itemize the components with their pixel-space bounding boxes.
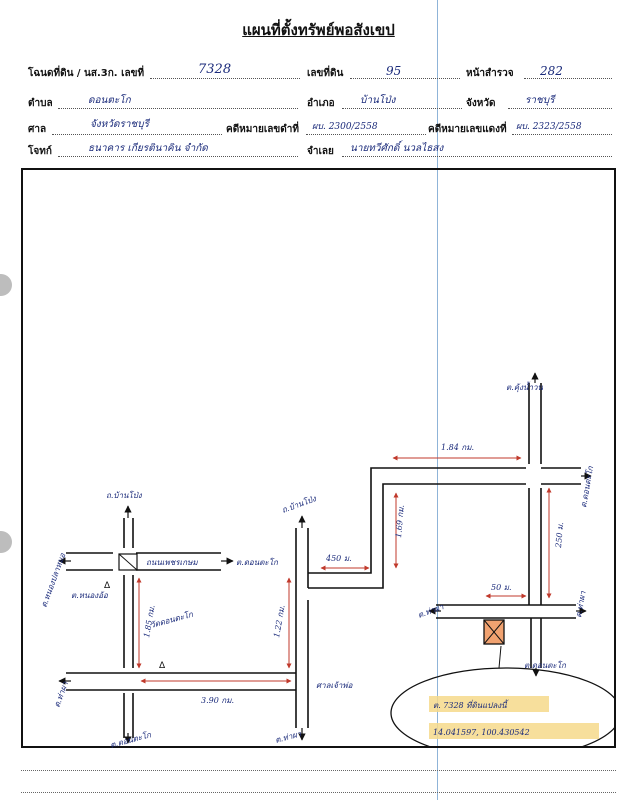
landmark-marker: Δ xyxy=(104,581,111,591)
court-label: ศาล xyxy=(28,124,47,135)
survey-page-value: 282 xyxy=(540,64,563,78)
footer-line xyxy=(21,792,616,793)
road-label: ต.ดอนตะโก xyxy=(524,660,567,670)
province-label: จังหวัด xyxy=(466,98,496,109)
land-no-value: 95 xyxy=(386,64,402,78)
dotted-line xyxy=(58,156,298,157)
road-label: ต.คุ้งน้ำวน xyxy=(506,381,543,393)
footer-line xyxy=(21,770,616,771)
black-case-value: ผบ. 2300/2558 xyxy=(312,122,378,132)
road-label: ต.หนองอ้อ xyxy=(71,591,109,600)
lot-note: ต. 7328 ที่ดินแปลงนี้ xyxy=(433,699,509,710)
distance-label: 250 ม. xyxy=(554,522,565,549)
red-case-label: คดีหมายเลขแดงที่ xyxy=(428,124,507,135)
distance-label: 50 ม. xyxy=(491,583,512,592)
distance-label: 1.84 กม. xyxy=(441,443,474,452)
distance-markers xyxy=(136,455,552,684)
intersection-marker xyxy=(118,553,138,571)
road-arrows xyxy=(58,372,592,744)
distance-label: 1.69 กม. xyxy=(394,504,406,538)
page-title: แผนที่ตั้งทรัพย์พอสังเขป xyxy=(242,21,395,39)
survey-page-label: หน้าสำรวจ xyxy=(466,68,514,79)
road-label: ถ.บ้านโป่ง xyxy=(106,490,143,500)
margin-rule xyxy=(437,0,438,800)
defendant-label: จำเลย xyxy=(307,146,334,157)
road-label: ต.ดอนตะโก xyxy=(236,557,279,567)
dotted-line xyxy=(508,108,612,109)
punch-hole xyxy=(0,274,12,296)
dotted-line xyxy=(350,78,460,79)
road-label: ต.ดอนตะโก xyxy=(109,729,153,748)
road-label: ต.ท่าผา xyxy=(274,729,303,745)
dotted-line xyxy=(150,78,300,79)
highlight xyxy=(429,696,549,712)
road-network xyxy=(66,383,581,738)
deed-value: 7328 xyxy=(198,62,232,77)
defendant-value: นายทวีศักดิ์ นวลไธสง xyxy=(350,143,444,154)
road-label: ศาลเจ้าพ่อ xyxy=(316,681,354,690)
court-value: จังหวัดราชบุรี xyxy=(90,119,149,130)
distance-label: 3.90 กม. xyxy=(201,696,234,705)
dotted-line xyxy=(342,156,612,157)
dotted-line xyxy=(512,134,612,135)
district-value: บ้านโป่ง xyxy=(360,95,396,106)
highlight xyxy=(429,723,599,739)
district-label: อำเภอ xyxy=(307,98,335,109)
province-value: ราชบุรี xyxy=(525,95,555,106)
map-frame xyxy=(21,168,616,748)
dotted-line xyxy=(306,134,426,135)
landmark-marker: Δ xyxy=(159,661,166,671)
road-label: ต.ท่าผา xyxy=(574,590,588,618)
plaintiff-label: โจทก์ xyxy=(28,146,52,157)
subdistrict-value: ดอนตะโก xyxy=(88,95,131,106)
dotted-line xyxy=(58,108,298,109)
lot-coordinates: 14.041597, 100.430542 xyxy=(433,728,530,737)
dotted-line xyxy=(524,78,612,79)
land-no-label: เลขที่ดิน xyxy=(307,68,344,79)
deed-label: โฉนดที่ดิน / นส.3ก. เลขที่ xyxy=(28,68,145,79)
distance-label: 450 ม. xyxy=(325,554,352,563)
subdistrict-label: ตำบล xyxy=(28,98,53,109)
plaintiff-value: ธนาคาร เกียรตินาคิน จำกัด xyxy=(88,143,208,154)
dotted-line xyxy=(52,134,222,135)
black-case-label: คดีหมายเลขดำที่ xyxy=(226,124,299,135)
dotted-line xyxy=(342,108,462,109)
road-label: วัดดอนตะโก xyxy=(149,609,195,630)
road-label: ถนนเพชรเกษม xyxy=(146,558,198,567)
lot-callout xyxy=(390,667,616,748)
punch-hole xyxy=(0,531,12,553)
road-label: ถ.บ้านโป่ง xyxy=(280,493,318,515)
distance-label: 1.22 กม. xyxy=(272,604,287,638)
red-case-value: ผบ. 2323/2558 xyxy=(516,122,582,132)
location-map: ถ.บ้านโป่ง ถนนเพชรเกษม ต.ดอนตะโก ต.หนองป… xyxy=(39,372,616,748)
road-label: ต.ท่าผา xyxy=(52,680,70,709)
road-label: ต.ดอนตะโก xyxy=(578,464,595,508)
road-label: ต.หนองปลาหมอ xyxy=(39,551,67,609)
